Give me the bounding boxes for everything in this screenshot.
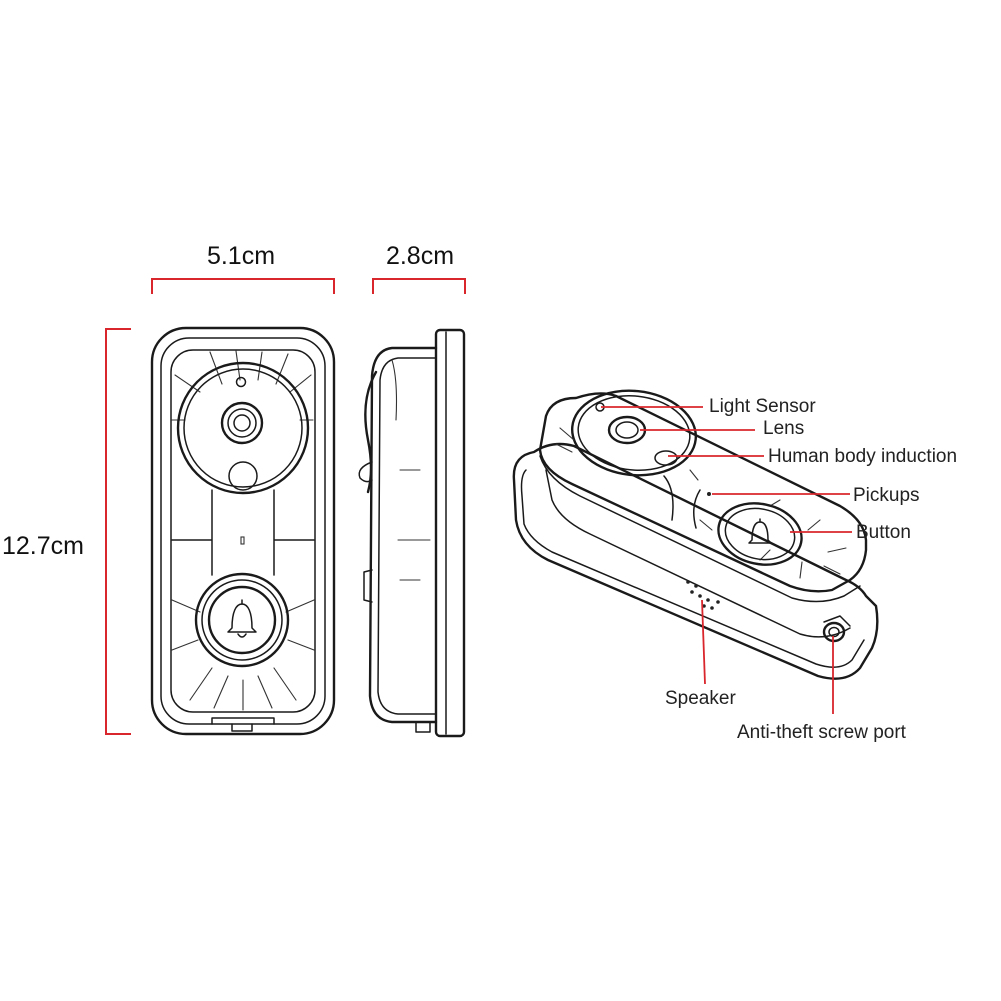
- front-view: [150, 326, 336, 736]
- label-anti-theft-screw-port: Anti-theft screw port: [737, 722, 907, 743]
- depth-dimension: 2.8cm: [372, 242, 466, 294]
- label-pickups: Pickups: [853, 485, 920, 506]
- perspective-view: [512, 389, 879, 680]
- label-button: Button: [856, 522, 911, 543]
- label-light-sensor: Light Sensor: [709, 396, 816, 417]
- label-lens: Lens: [763, 418, 804, 439]
- label-speaker: Speaker: [665, 688, 736, 709]
- depth-label: 2.8cm: [386, 242, 454, 270]
- side-view: [358, 328, 466, 738]
- height-label: 12.7cm: [2, 532, 84, 560]
- width-dimension: 5.1cm: [151, 242, 335, 294]
- height-dimension: 12.7cm: [2, 328, 131, 735]
- leader-speaker: [701, 599, 706, 685]
- callouts: Light Sensor Lens Human body induction P…: [601, 396, 957, 743]
- width-label: 5.1cm: [207, 242, 275, 270]
- bell-icon: [227, 599, 257, 638]
- label-human-body-induction: Human body induction: [768, 446, 957, 467]
